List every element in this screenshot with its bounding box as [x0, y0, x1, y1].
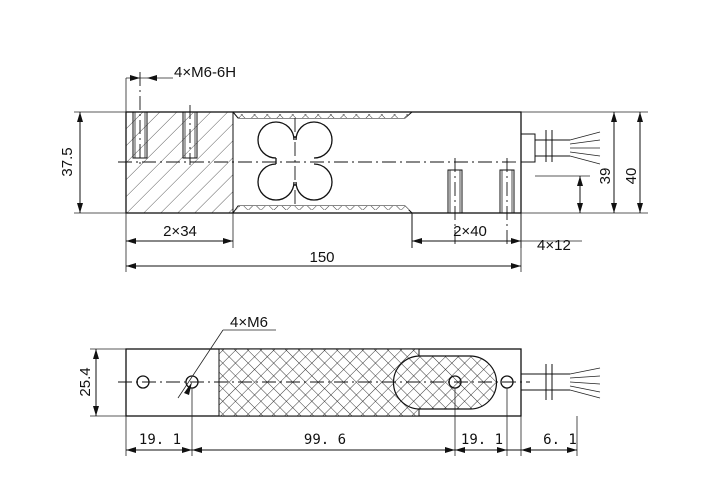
left-span-label: 2×34: [163, 223, 197, 240]
left-threaded-holes: [132, 72, 198, 165]
end-offset-label: 4×12: [537, 237, 571, 254]
hole-callout: 4×M6: [230, 314, 268, 331]
dim-b-label: 99. 6: [304, 432, 346, 448]
height-right-outer-label: 40: [623, 168, 640, 185]
strain-area: [218, 348, 420, 417]
slot: [392, 355, 498, 410]
left-mount-block: [125, 111, 234, 214]
right-threaded-holes: [447, 158, 515, 248]
overall-length-label: 150: [309, 249, 334, 266]
dim-d-label: 6. 1: [543, 432, 577, 448]
height-left-label: 37.5: [59, 147, 76, 176]
side-view: 37.5 39 40 4×M6-6H 2×34 2×40: [59, 64, 648, 272]
dim-c-label: 19. 1: [461, 432, 503, 448]
cable-side: [520, 130, 601, 165]
dim-a-label: 19. 1: [139, 432, 181, 448]
bottom-pocket-fill: [236, 206, 409, 210]
thread-callout: 4×M6-6H: [174, 64, 236, 81]
top-pocket-fill: [236, 114, 409, 118]
height-right-inner-label: 39: [597, 168, 614, 185]
right-span-label: 2×40: [453, 223, 487, 240]
cable-plan: [521, 364, 601, 400]
plan-view: 4×M6 25.4 19. 1 99. 6 19. 1 6. 1: [77, 314, 601, 456]
width-label: 25.4: [77, 367, 94, 396]
